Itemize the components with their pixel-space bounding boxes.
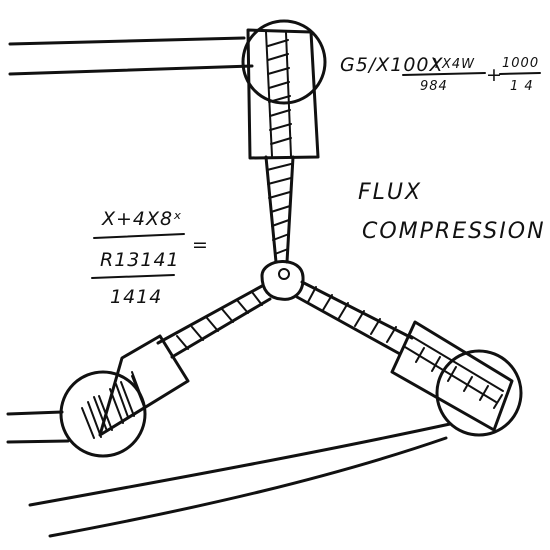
top-housing [246, 28, 320, 160]
right-housing [390, 320, 514, 432]
center-hub [260, 260, 305, 301]
formula-top-fraction2-denominator: 1 4 [510, 79, 534, 94]
left-core-hatch [87, 375, 146, 438]
lower-right-electrode [390, 320, 523, 437]
title-annotation: FLUX COMPRESSION [358, 180, 546, 244]
top-circle [241, 19, 327, 105]
top-core-hatch [267, 39, 292, 145]
formula-top-fraction2-numerator: 1000 [502, 56, 539, 71]
top-lead-wires [8, 36, 254, 76]
left-core-lines [81, 371, 145, 439]
hub-body [260, 260, 305, 301]
right-wire-upper [28, 422, 452, 507]
hub-center [278, 268, 290, 280]
right-core-hatch [415, 347, 503, 409]
left-wire-lower [6, 439, 70, 444]
formula-left-annotation: X+4X8ˣ R13141 = 1414 [91, 208, 209, 308]
formula-left-bar1 [93, 233, 185, 239]
top-wire-upper [8, 36, 246, 46]
formula-top-fraction1-numerator: YX4W [433, 57, 475, 72]
formula-top-fraction1-bar [402, 72, 486, 76]
left-wire-upper [6, 410, 64, 416]
top-core-lines [265, 31, 292, 157]
right-wire-lower [48, 436, 448, 538]
formula-left-result: 1414 [110, 286, 162, 308]
lower-left-wires [6, 410, 70, 444]
vertical-arm-outline [264, 155, 295, 264]
formula-left-denominator: R13141 [100, 249, 180, 271]
formula-top-main: G5/X100X [340, 54, 444, 76]
vertical-arm [264, 155, 295, 264]
right-arm-hatch [307, 286, 397, 343]
left-housing [98, 334, 190, 437]
right-circle [435, 349, 523, 437]
lower-left-arm [156, 284, 272, 359]
formula-top-plus: + [486, 64, 503, 86]
formula-top-fraction2-bar [499, 72, 541, 75]
right-arm-outline [295, 280, 414, 356]
lower-right-wires [28, 422, 452, 538]
formula-left-numerator: X+4X8ˣ [101, 208, 183, 230]
left-circle [59, 370, 147, 458]
title-line1: FLUX [358, 180, 422, 205]
lower-left-electrode [59, 334, 190, 458]
title-line2: COMPRESSION [362, 219, 546, 244]
top-electrode [241, 19, 327, 160]
vertical-arm-hatch [266, 163, 292, 255]
lower-right-arm [295, 280, 414, 356]
formula-left-equals: = [192, 234, 209, 256]
formula-left-bar2 [91, 274, 175, 279]
left-arm-outline [156, 284, 272, 359]
formula-top-annotation: G5/X100X YX4W 984 + 1000 1 4 [340, 54, 541, 94]
left-arm-hatch [176, 291, 263, 350]
formula-top-fraction1-denominator: 984 [420, 79, 448, 94]
top-wire-lower [8, 64, 254, 76]
